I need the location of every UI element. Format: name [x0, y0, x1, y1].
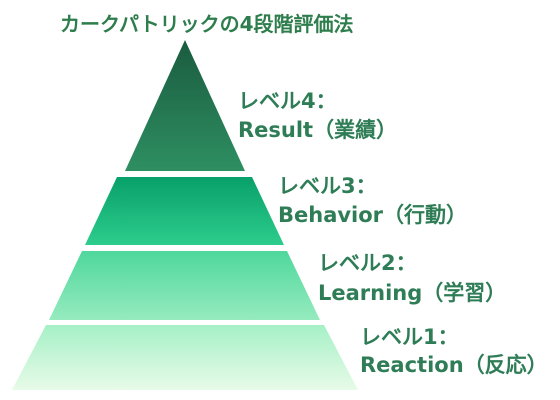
level1-name: Reaction（反応） [360, 353, 548, 377]
level1-label: レベル1： [360, 325, 459, 349]
level3-name: Behavior（行動） [278, 203, 467, 227]
pyramid-tier-level4 [125, 40, 245, 171]
pyramid-tier-level3 [85, 177, 284, 245]
level2-label: レベル2： [318, 251, 417, 275]
level4-name: Result（業績） [238, 118, 397, 142]
diagram-title: カークパトリックの4段階評価法 [60, 12, 354, 36]
level4-label: レベル4： [238, 89, 337, 113]
pyramid-tier-level1 [12, 325, 358, 390]
pyramid-tier-level2 [49, 251, 320, 320]
level3-label: レベル3： [278, 174, 377, 198]
level2-name: Learning（学習） [318, 281, 506, 305]
